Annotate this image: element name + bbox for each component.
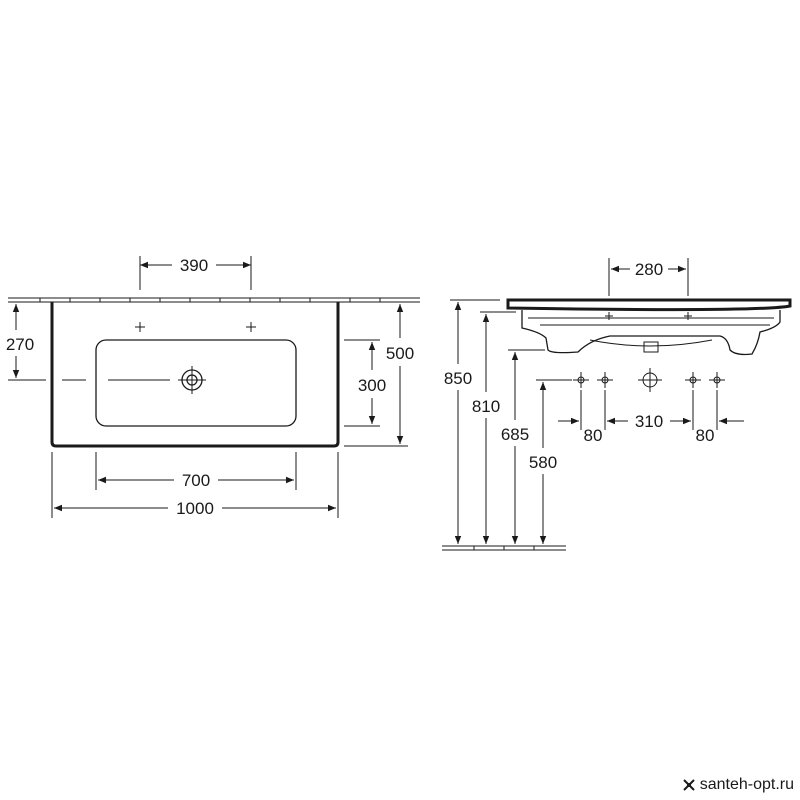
dim-overall-depth: 500 <box>386 344 414 363</box>
side-dim-tap-offset-left: 80 <box>584 426 603 445</box>
side-dim-bowl-width: 280 <box>635 260 663 279</box>
side-tap-left <box>605 312 613 320</box>
dim-bowl-width: 700 <box>182 471 210 490</box>
bowl-outline <box>95 339 297 427</box>
side-dim-height-bowl: 685 <box>501 425 529 444</box>
side-dim-height-top: 850 <box>444 369 472 388</box>
tap-hole-b <box>597 372 613 388</box>
tap-hole-row <box>573 368 725 392</box>
tap-hole-right <box>246 322 256 332</box>
tap-hole-left <box>135 322 145 332</box>
cross-icon <box>683 779 695 791</box>
tap-hole-a <box>573 372 589 388</box>
side-dim-height-outlet: 580 <box>529 453 557 472</box>
floor-line <box>442 545 566 551</box>
watermark: santeh-opt.ru <box>682 776 794 794</box>
wall-line <box>8 297 420 303</box>
side-basin-body <box>521 310 781 356</box>
dim-depth-to-taphole: 270 <box>6 335 34 354</box>
dim-overall-width: 1000 <box>176 499 214 518</box>
tap-hole-d <box>709 372 725 388</box>
basin-outline <box>50 302 340 448</box>
top-view: 390 270 500 300 700 1000 <box>6 256 420 518</box>
watermark-text: santeh-opt.ru <box>699 776 794 793</box>
side-dim-tap-spacing: 310 <box>635 412 663 431</box>
dim-tap-spacing: 390 <box>180 256 208 275</box>
drain-icon <box>178 366 206 394</box>
dim-bowl-depth: 300 <box>358 376 386 395</box>
side-dim-tap-offset-right: 80 <box>696 426 715 445</box>
side-basin-rim <box>506 298 792 312</box>
tap-hole-center <box>638 368 662 392</box>
side-tap-right <box>684 312 692 320</box>
side-dim-height-rim: 810 <box>472 397 500 416</box>
tap-hole-c <box>685 372 701 388</box>
side-view: 280 850 810 685 580 <box>442 258 792 551</box>
